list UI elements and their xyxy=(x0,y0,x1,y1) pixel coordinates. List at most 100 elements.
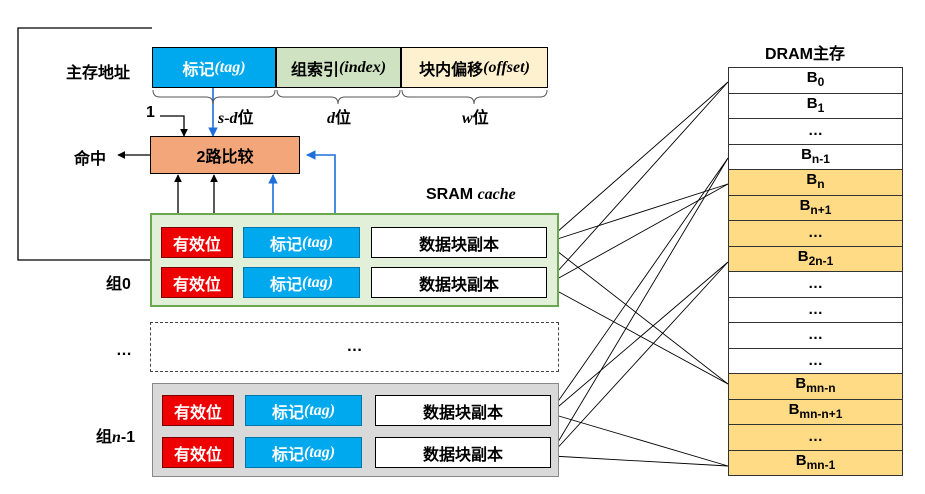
dram-block-base: B xyxy=(806,171,818,188)
dram-block-sub: n-1 xyxy=(811,151,830,166)
dram-title: DRAM主存 xyxy=(765,46,845,63)
dram-block-base: … xyxy=(808,351,823,369)
dram-block-sub: mn-n+1 xyxy=(799,406,843,421)
dram-block-sub: n xyxy=(817,177,825,191)
dram-block-sub: 0 xyxy=(817,75,825,89)
set0-line0-valid: 有效位 xyxy=(161,227,233,258)
dram-block-6: … xyxy=(729,221,902,247)
setn-label-var: n xyxy=(112,429,121,446)
cache-title-text: SRAM xyxy=(426,186,478,203)
dram-block-base: … xyxy=(808,428,823,445)
w-var: w xyxy=(462,110,473,127)
sd-var: s-d xyxy=(218,110,238,127)
set0-line1-tag-text: 标记 xyxy=(269,276,302,294)
set0-line0-tag-text: 标记 xyxy=(269,236,302,254)
dram-block-label: … xyxy=(729,301,902,318)
d-unit: 位 xyxy=(335,110,352,127)
dram-block-label: Bn-1 xyxy=(729,146,902,166)
address-tag-text: 标记 xyxy=(182,61,215,79)
dram-block-sub: mn-1 xyxy=(806,457,836,472)
set0-line1-tag-var: (tag) xyxy=(301,273,334,291)
dram-block-1: B1 xyxy=(729,93,902,119)
cache-title-var: cache xyxy=(477,186,516,203)
dram-block-label: … xyxy=(729,122,902,139)
setn-label-post: -1 xyxy=(120,429,136,446)
address-label: 主存地址 xyxy=(66,65,131,82)
address-offset-var: (offset) xyxy=(483,58,530,76)
dram-block-label: … xyxy=(729,224,902,241)
setn-line0-tag: 标记 (tag) xyxy=(245,395,362,426)
dram-block-base: … xyxy=(808,275,823,292)
dram-block-4: Bn xyxy=(729,170,902,196)
address-index-field: 组索引(index) xyxy=(276,47,401,88)
dram-block-base: B xyxy=(795,375,807,392)
dram-block-13: Bmn-n+1 xyxy=(729,399,902,425)
dram-block-label: … xyxy=(729,352,902,369)
dram-block-12: Bmn-n xyxy=(729,374,902,400)
dram-block-5: Bn+1 xyxy=(729,195,902,221)
dram-block-label: … xyxy=(729,275,902,292)
sets-ellipsis-left: … xyxy=(116,342,132,359)
dram-block-11: … xyxy=(729,348,902,374)
dram-block-15: Bmn-1 xyxy=(729,450,902,476)
set0-line1-tag: 标记 (tag) xyxy=(243,267,360,298)
setn-line1-tag: 标记 (tag) xyxy=(245,437,362,468)
dram-block-2: … xyxy=(729,119,902,145)
w-bits-label: w位 xyxy=(462,104,489,128)
setn-line1-valid: 有效位 xyxy=(162,437,234,468)
cache-title: SRAM cache xyxy=(426,186,516,204)
dram-block-base: B xyxy=(806,94,818,112)
sd-unit: 位 xyxy=(237,110,254,127)
dram-block-base: … xyxy=(808,122,823,139)
address-offset-text: 块内偏移 xyxy=(419,61,484,79)
d-bits-label: d位 xyxy=(327,104,351,128)
dram-block-3: Bn-1 xyxy=(729,144,902,170)
setn-line0-tag-var: (tag) xyxy=(303,401,336,419)
dram-block-8: … xyxy=(729,272,902,298)
dram-block-base: … xyxy=(808,224,823,241)
dram-block-label: Bmn-1 xyxy=(729,452,902,472)
setn-line0-valid: 有效位 xyxy=(162,395,234,426)
setn-line1-tag-var: (tag) xyxy=(303,443,336,461)
sd-bits-label: s-d位 xyxy=(218,104,254,128)
dram-block-base: B xyxy=(788,400,800,418)
dram-block-label: B1 xyxy=(729,95,902,115)
dram-block-label: B2n-1 xyxy=(729,248,902,268)
dram-block-9: … xyxy=(729,297,902,323)
sets-ellipsis-mid: … xyxy=(346,338,363,355)
set-0-label: 组0 xyxy=(106,276,131,293)
dram-block-sub: n+1 xyxy=(810,202,832,217)
dram-block-sub: 2n-1 xyxy=(808,253,834,268)
address-index-text: 组索引 xyxy=(290,61,339,79)
set0-line1-valid: 有效位 xyxy=(161,267,233,298)
dram-block-label: Bmn-n+1 xyxy=(729,401,902,421)
dram-block-label: Bmn-n xyxy=(729,375,902,395)
dram-block-sub: 1 xyxy=(817,100,825,115)
dram-block-sub: mn-n xyxy=(806,381,836,395)
w-unit: 位 xyxy=(472,110,489,127)
dram-block-base: B xyxy=(795,451,807,469)
dram-block-0: B0 xyxy=(729,68,902,94)
comparator-box: 2路比较 xyxy=(150,136,300,174)
dram-block-base: … xyxy=(808,326,823,343)
sets-ellipsis-box: … xyxy=(150,322,559,372)
dram-block-base: B xyxy=(806,69,818,86)
address-index-var: (index) xyxy=(338,58,387,76)
dram-block-label: … xyxy=(729,428,902,445)
input-one-label: 1 xyxy=(146,104,155,121)
dram-block-label: Bn+1 xyxy=(729,197,902,217)
dram-block-label: B0 xyxy=(729,69,902,89)
d-var: d xyxy=(327,110,335,127)
address-tag-var: (tag) xyxy=(214,58,246,76)
dram-block-label: … xyxy=(729,326,902,343)
dram-block-10: … xyxy=(729,323,902,349)
hit-label: 命中 xyxy=(74,151,107,168)
set0-line1-data: 数据块副本 xyxy=(371,267,547,298)
set-n-1-label: 组n-1 xyxy=(96,423,135,447)
setn-label-pre: 组 xyxy=(96,429,113,446)
dram-block-base: B xyxy=(799,196,811,214)
setn-line0-data: 数据块副本 xyxy=(375,395,551,426)
dram-block-7: B2n-1 xyxy=(729,246,902,272)
dram-block-14: … xyxy=(729,425,902,451)
dram-block-base: … xyxy=(808,300,823,318)
